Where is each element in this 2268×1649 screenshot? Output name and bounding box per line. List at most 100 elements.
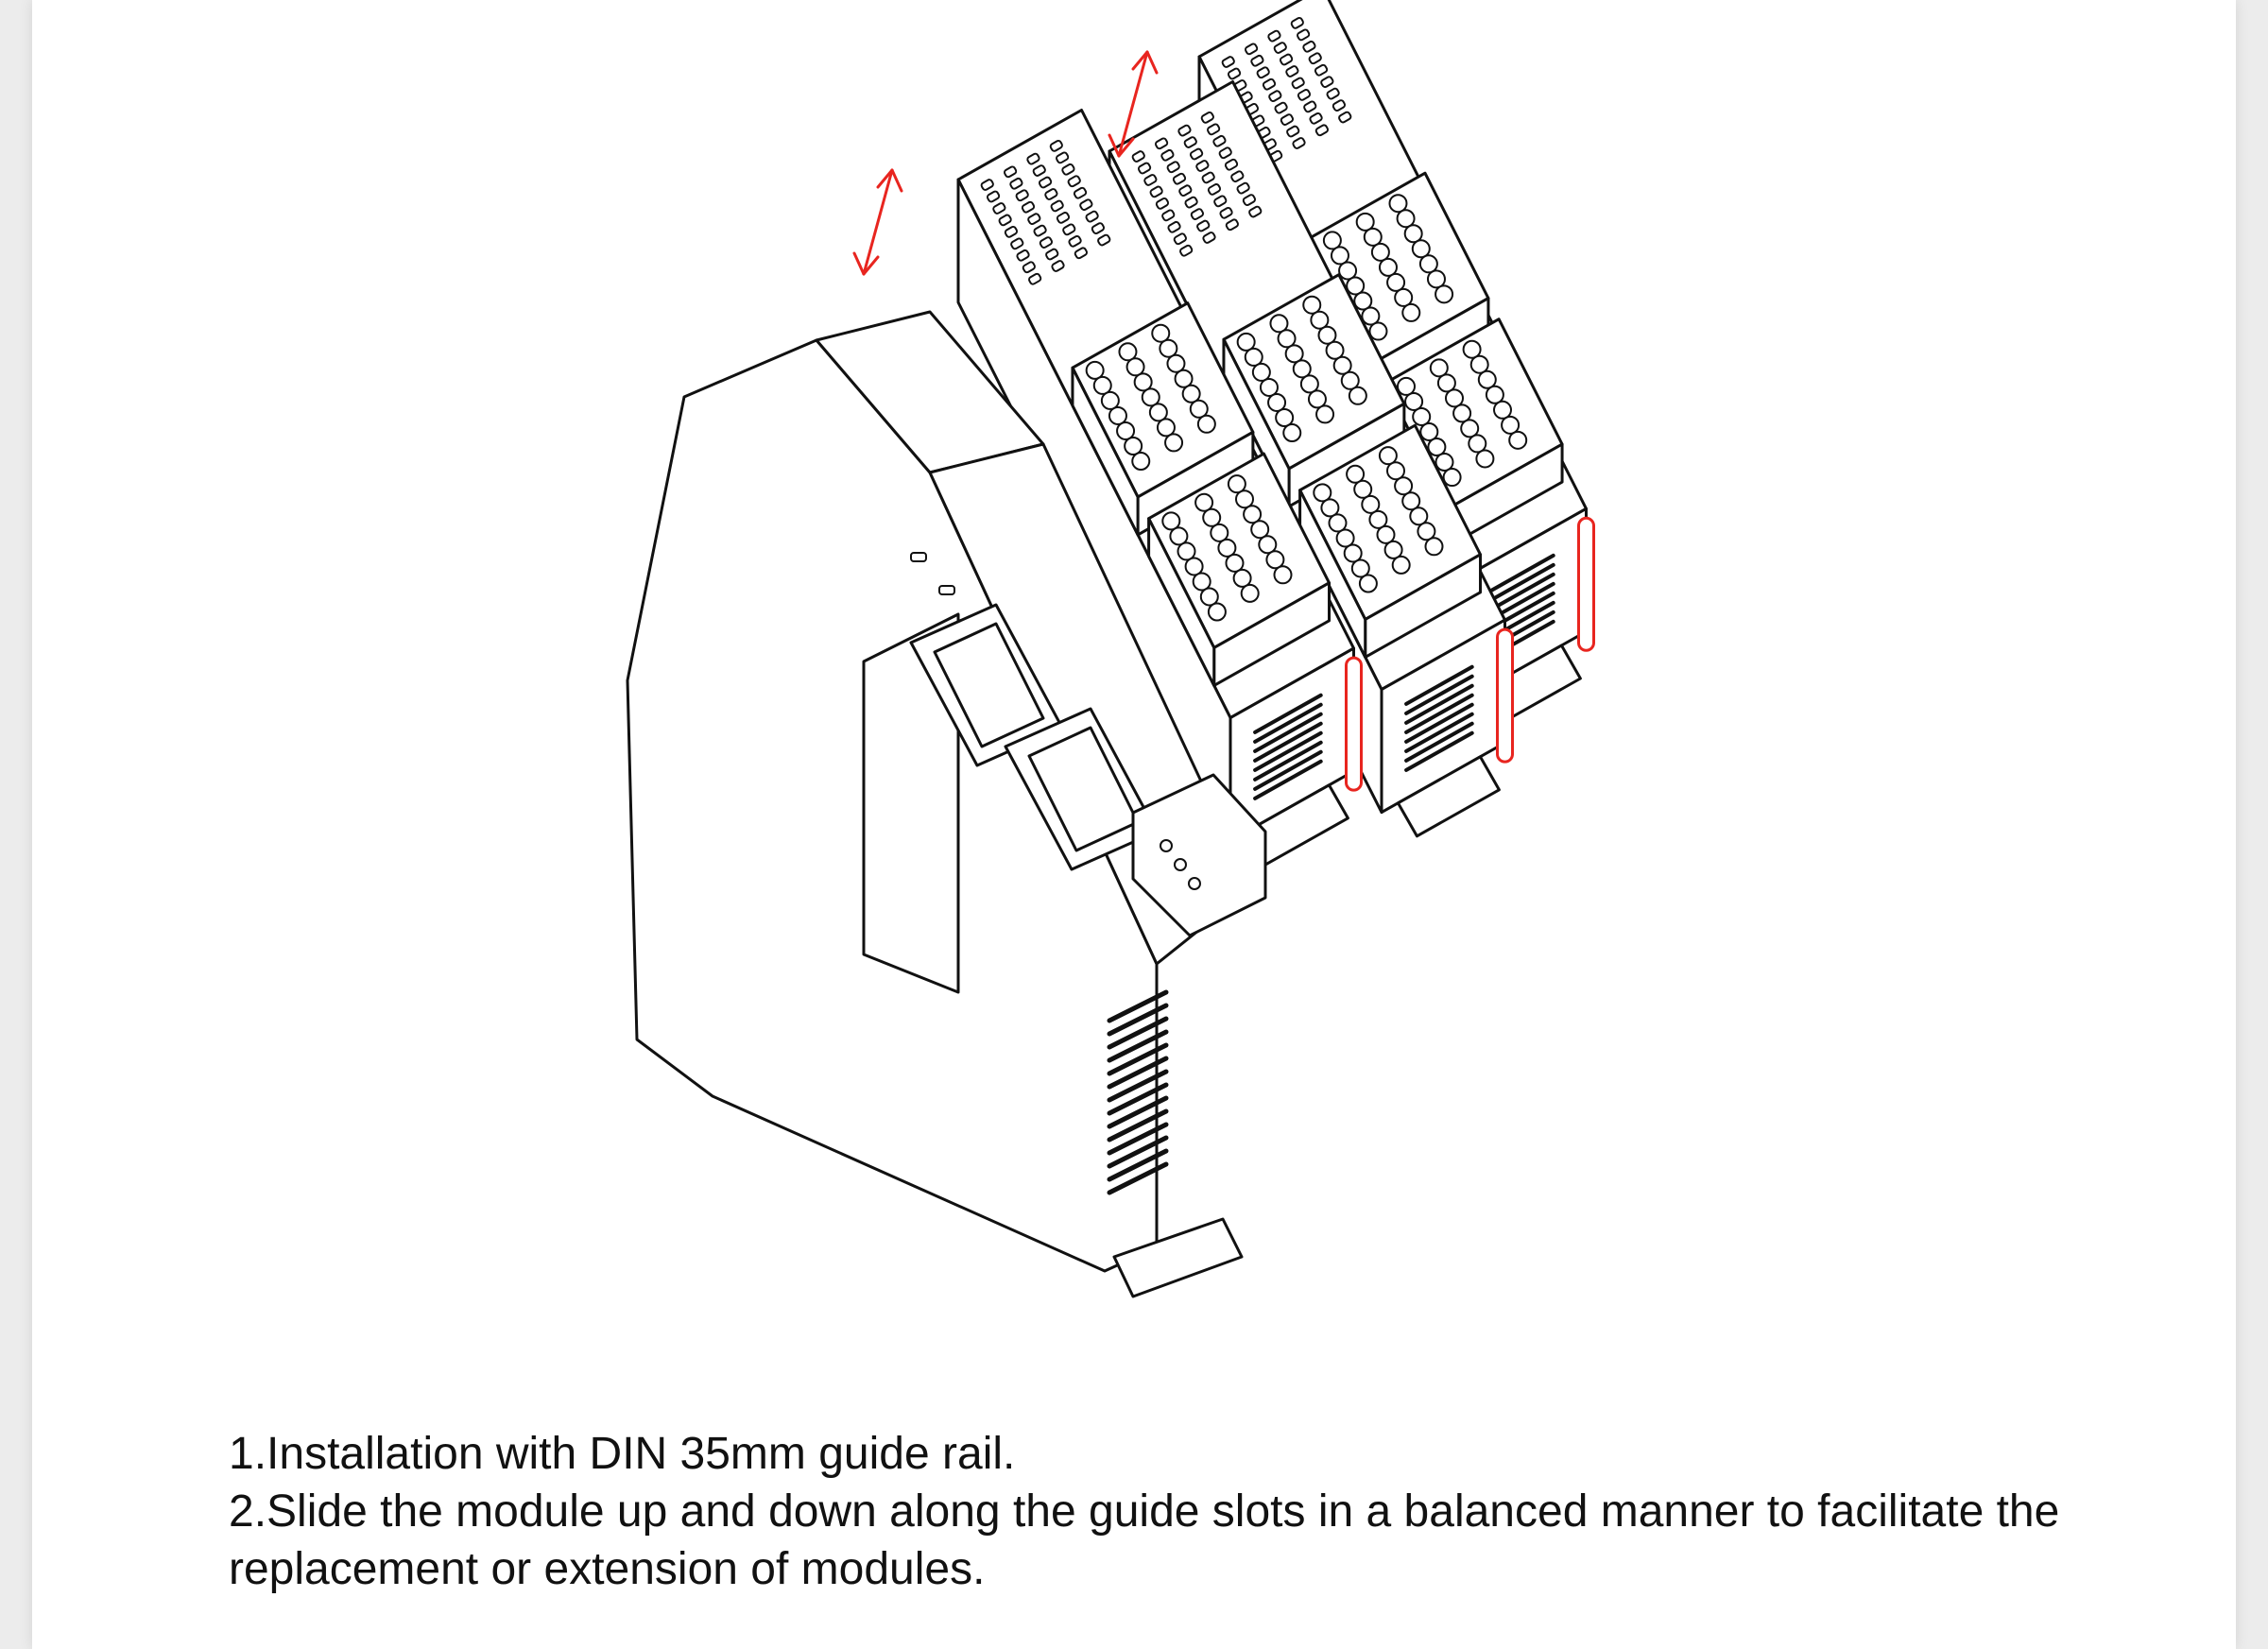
vent-slot — [1189, 147, 1204, 161]
module-foot-clip — [1396, 755, 1501, 838]
vent-slot — [1032, 164, 1046, 177]
vent-slot — [1033, 224, 1047, 237]
double-arrow-icon — [852, 168, 903, 276]
terminal-hole — [1335, 528, 1355, 548]
vent-slot — [1290, 17, 1304, 29]
terminal-hole — [1508, 430, 1528, 450]
terminal-hole — [1391, 555, 1411, 575]
vent-slot — [1131, 150, 1145, 163]
vent-slot — [1274, 101, 1288, 114]
vent-slot — [1137, 162, 1152, 175]
terminal-side — [1298, 489, 1367, 659]
terminal-hole — [1370, 242, 1390, 262]
module-vent-grid — [1221, 17, 1352, 163]
terminal-hole — [1419, 421, 1439, 441]
vent-slot — [1256, 66, 1270, 79]
module-vent-grid — [980, 140, 1111, 285]
terminal-hole — [1424, 537, 1444, 557]
vent-stripe — [1404, 664, 1474, 706]
vent-slot — [1207, 123, 1221, 136]
terminal-hole — [1202, 507, 1222, 527]
power-terminal-hole — [1160, 839, 1173, 852]
terminal-hole — [1386, 272, 1406, 292]
vent-slot — [1049, 140, 1063, 152]
vent-slot — [992, 202, 1006, 215]
terminal-hole — [1189, 399, 1209, 419]
controller-vent-stripe — [1107, 1056, 1169, 1090]
controller-vent-stripe — [1107, 1148, 1169, 1182]
vent-slot — [1332, 99, 1347, 112]
io-module-3 — [956, 109, 1363, 867]
terminal-hole — [1386, 461, 1405, 481]
double-arrow-icon — [1108, 50, 1159, 158]
terminal-hole — [1320, 498, 1340, 518]
vent-slot — [1062, 223, 1076, 236]
terminal-hole — [1192, 572, 1211, 592]
vent-slot — [1236, 181, 1250, 195]
vent-slot — [1286, 125, 1300, 138]
terminal-hole — [1436, 373, 1456, 393]
controller-vent-stripe — [1107, 1029, 1169, 1063]
terminal-side — [1071, 366, 1140, 537]
guide-slot — [1345, 656, 1363, 792]
vent-slot — [1242, 194, 1257, 206]
vent-slot — [1038, 176, 1053, 189]
power-terminal-hole — [1174, 858, 1187, 871]
terminal-hole — [1462, 339, 1482, 359]
terminal-hole — [1338, 261, 1358, 281]
terminal-hole — [1412, 406, 1432, 426]
controller-vent-stripe — [1107, 1082, 1169, 1116]
terminal-hole — [1277, 329, 1297, 349]
terminal-hole — [1166, 353, 1186, 373]
terminal-hole — [1151, 323, 1171, 343]
vent-slot — [1068, 234, 1082, 248]
vent-slot — [1308, 52, 1322, 65]
vent-slot — [980, 179, 994, 191]
terminal-hole — [1353, 291, 1373, 311]
vent-slot — [1097, 233, 1111, 247]
terminal-hole — [1240, 583, 1260, 603]
terminal-hole — [1125, 357, 1145, 377]
arrow-head-down — [852, 251, 866, 276]
vent-slot — [1279, 53, 1294, 66]
vent-slot — [1190, 208, 1205, 220]
vent-stripe — [1486, 553, 1555, 595]
vent-slot — [1085, 210, 1099, 223]
terminal-hole — [1207, 602, 1227, 622]
vent-slot — [1196, 219, 1211, 232]
vent-slot — [1172, 172, 1187, 185]
vent-slot — [1161, 209, 1176, 222]
vent-stripe — [1253, 712, 1323, 753]
vent-slot — [1224, 158, 1239, 171]
vent-slot — [1155, 198, 1170, 210]
terminal-side — [1147, 517, 1216, 687]
arrow-head-up — [1145, 50, 1159, 75]
vent-slot — [1297, 89, 1312, 101]
terminal-hole — [1435, 453, 1454, 472]
terminal-hole — [1259, 377, 1279, 397]
terminal-hole — [1501, 415, 1521, 435]
terminal-hole — [1376, 524, 1396, 544]
terminal-hole — [1332, 355, 1352, 375]
vent-slot — [1230, 170, 1245, 183]
vent-slot — [1202, 232, 1216, 244]
vent-slot — [1184, 196, 1198, 209]
terminal-block-2 — [1147, 452, 1332, 687]
vent-slot — [1079, 198, 1093, 212]
terminal-hole — [1210, 523, 1229, 542]
controller-vent-stripe — [1107, 1003, 1169, 1037]
terminal-hole — [1159, 338, 1178, 358]
terminal-hole — [1310, 310, 1330, 330]
vent-slot — [1155, 137, 1169, 150]
controller-vent-stripe — [1107, 1095, 1169, 1129]
terminal-hole — [1442, 468, 1462, 488]
terminal-hole — [1475, 449, 1495, 469]
vent-slot — [1212, 134, 1227, 147]
arrow-shaft-1 — [862, 168, 894, 276]
terminal-hole — [1394, 476, 1414, 496]
terminal-hole — [1401, 302, 1421, 322]
vent-slot — [1338, 111, 1352, 124]
terminal-hole — [1085, 360, 1105, 380]
terminal-hole — [1346, 464, 1366, 484]
terminal-hole — [1378, 257, 1398, 277]
